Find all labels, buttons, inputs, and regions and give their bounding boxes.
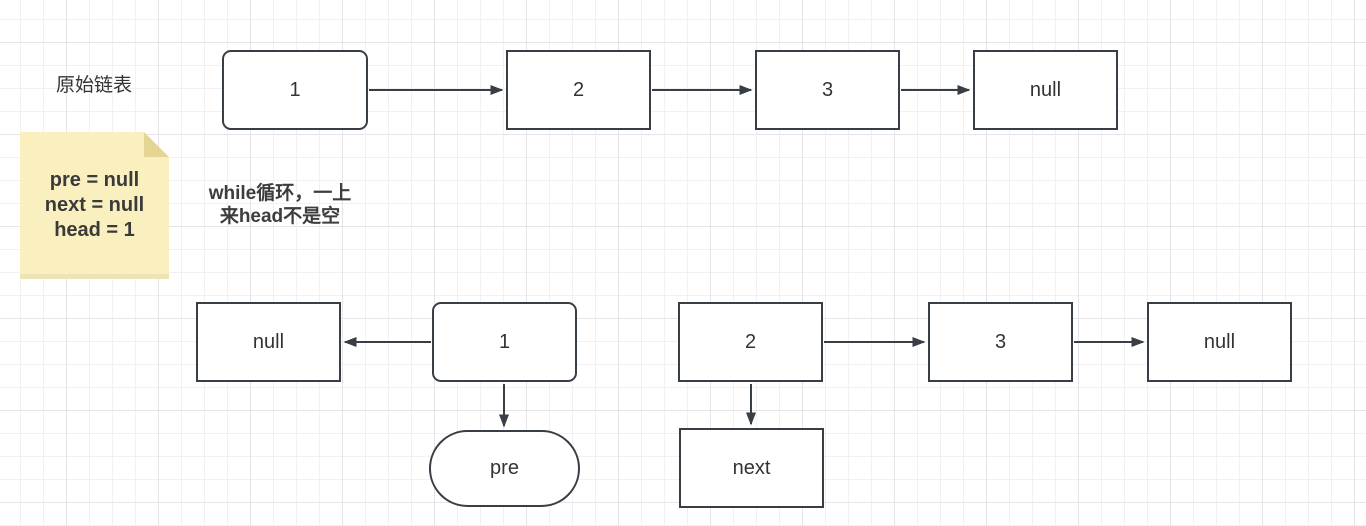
node-top-2[interactable]: 2: [506, 50, 651, 130]
node-label: null: [1029, 78, 1062, 101]
node-top-1[interactable]: 1: [222, 50, 368, 130]
node-label: 3: [994, 330, 1007, 353]
while-loop-annotation-line2: 来head不是空: [219, 206, 341, 227]
sticky-note[interactable]: pre = null next = null head = 1: [20, 132, 169, 279]
node-label: 2: [744, 330, 757, 353]
node-bottom-2[interactable]: 2: [678, 302, 823, 382]
node-label: 1: [289, 78, 301, 101]
node-bottom-null-right[interactable]: null: [1147, 302, 1292, 382]
pointer-label: next: [732, 456, 771, 479]
pointer-pre[interactable]: pre: [429, 430, 580, 507]
node-label: null: [1203, 330, 1236, 353]
sticky-note-line: head = 1: [54, 219, 135, 241]
while-loop-annotation-line1: while循环，一上: [208, 183, 352, 204]
while-loop-annotation: while循环，一上 来head不是空: [198, 182, 362, 228]
node-label: 2: [572, 78, 585, 101]
sticky-note-line: pre = null: [49, 169, 140, 191]
node-bottom-1[interactable]: 1: [432, 302, 577, 382]
sticky-note-line: next = null: [44, 194, 145, 216]
note-fold-icon: [144, 132, 169, 157]
node-bottom-null-left[interactable]: null: [196, 302, 341, 382]
pointer-next[interactable]: next: [679, 428, 824, 508]
node-bottom-3[interactable]: 3: [928, 302, 1073, 382]
pointer-label: pre: [490, 457, 519, 479]
node-label: 1: [498, 330, 511, 353]
node-label: null: [252, 330, 285, 353]
node-top-null[interactable]: null: [973, 50, 1118, 130]
node-top-3[interactable]: 3: [755, 50, 900, 130]
original-list-caption: 原始链表: [56, 75, 133, 96]
node-label: 3: [821, 78, 834, 101]
